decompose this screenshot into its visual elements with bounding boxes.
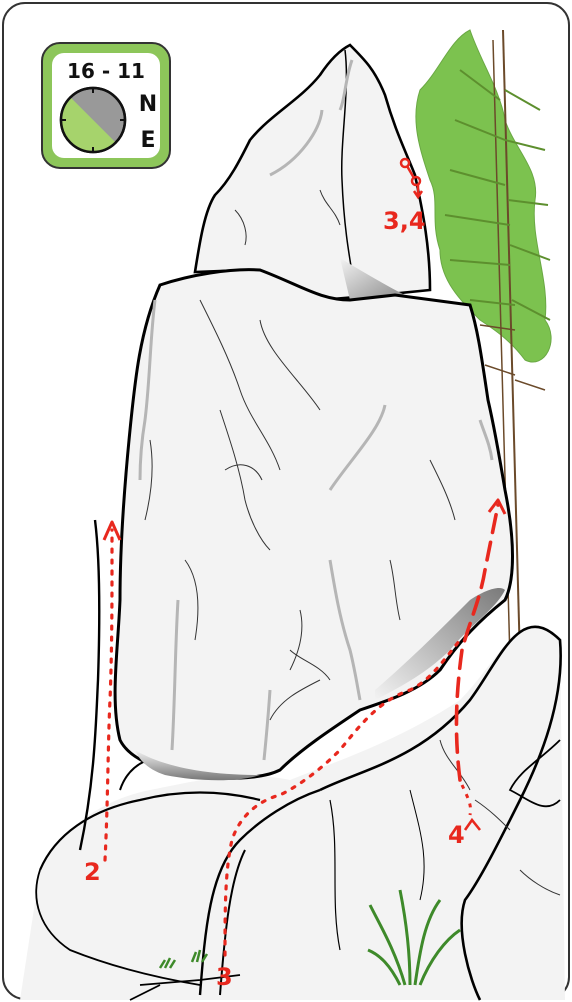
route-label-2: 2 [84, 858, 101, 886]
boulder-number: 16 - 11 [67, 59, 145, 83]
compass-icon [60, 88, 125, 153]
compass-north-label: N [139, 92, 157, 117]
route-label-3: 3 [216, 963, 233, 991]
compass-east-label: E [140, 128, 155, 153]
boulder-badge: 16 - 11 N E [42, 43, 170, 168]
route-label-anchor: 3,4 [383, 207, 426, 235]
route-label-4: 4 [448, 821, 465, 849]
